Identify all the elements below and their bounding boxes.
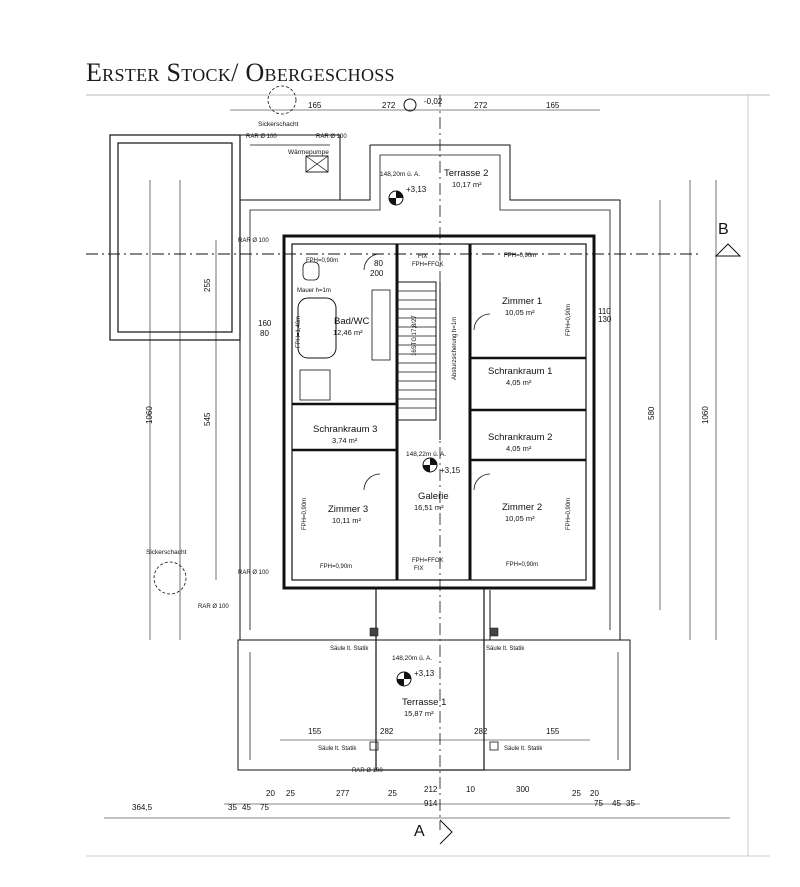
dim-left-inner: 545 xyxy=(203,412,212,426)
fph-label: FPH=0,90m xyxy=(320,564,352,570)
dim-bottom2: 45 xyxy=(612,799,621,808)
room-area-zimmer3: 10,11 m² xyxy=(332,516,362,525)
dim-door: 80 xyxy=(374,259,383,268)
dim-wall: 160 xyxy=(258,319,272,328)
dim-top-272-right: 272 xyxy=(474,101,488,110)
fph-label: FPH=0,90m xyxy=(566,498,572,530)
dim-bottom: 212 xyxy=(424,785,438,794)
room-area-zimmer1: 10,05 m² xyxy=(505,308,535,317)
dim-bottom2: 45 xyxy=(242,803,251,812)
fph-ffok-bottom-label: FPH=FFOK xyxy=(412,558,444,564)
dim-top-165-left: 165 xyxy=(308,101,322,110)
dim-right-inner: 580 xyxy=(647,406,656,420)
fph-label: FPH=0,90m xyxy=(306,258,338,264)
dim-bottom: 20 xyxy=(266,789,275,798)
fix-bottom-label: FIX xyxy=(414,566,423,572)
dim-top-272-left: 272 xyxy=(382,101,396,110)
saeule-label: Säule lt. Statik xyxy=(318,746,357,752)
room-name-galerie: Galerie xyxy=(418,491,449,502)
dim-left-total: 1060 xyxy=(145,406,154,424)
dim-bottom2: 364,5 xyxy=(132,803,153,812)
saeule-label: Säule lt. Statik xyxy=(504,746,543,752)
fph-label: FPH=0,90m xyxy=(504,253,536,259)
room-name-zimmer2: Zimmer 2 xyxy=(502,502,542,513)
dim-bottom: 10 xyxy=(466,785,475,794)
galerie-level: +3,15 xyxy=(440,466,461,475)
room-name-bad-wc: Bad/WC xyxy=(334,316,370,327)
saeule-label: Säule lt. Statik xyxy=(486,646,525,652)
fix-top-label: FIX xyxy=(418,254,427,260)
saeule-label: Säule lt. Statik xyxy=(330,646,369,652)
waermepumpe-label: Wärmepumpe xyxy=(288,149,329,156)
page-title: Erster Stock/ Obergeschoss xyxy=(86,58,395,87)
dim-left-inner: 255 xyxy=(203,278,212,292)
fph-label: FPH=0,90m xyxy=(506,562,538,568)
rar-label: RAR Ø 100 xyxy=(316,134,347,140)
dim-bottom: 277 xyxy=(336,789,350,798)
terrasse1-height: 148,20m ü. A. xyxy=(392,655,432,662)
fph-label: FPH=1,40m xyxy=(296,316,302,348)
fph-label: FPH=0,90m xyxy=(302,498,308,530)
dim-bottom2: 75 xyxy=(260,803,269,812)
room-area-schrankraum1: 4,05 m² xyxy=(506,378,532,387)
terrasse2-level: +3,13 xyxy=(406,185,427,194)
room-name-schrankraum1: Schrankraum 1 xyxy=(488,366,552,377)
dim-right-total: 1060 xyxy=(701,406,710,424)
dim-terrasse1: 282 xyxy=(380,727,394,736)
room-area-schrankraum3: 3,74 m² xyxy=(332,436,358,445)
dim-bottom: 25 xyxy=(286,789,295,798)
level-marker-fills xyxy=(389,191,437,686)
galerie-height: 148,22m ü. A. xyxy=(406,451,446,458)
dim-door: 200 xyxy=(370,269,384,278)
absturz-label: Absturzsicherung h=1m xyxy=(452,317,458,380)
dim-bottom: 25 xyxy=(388,789,397,798)
rar-label: RAR Ø 100 xyxy=(198,604,229,610)
section-a-label: A xyxy=(414,823,425,840)
dim-terrasse1: 282 xyxy=(474,727,488,736)
terrasse1-level: +3,13 xyxy=(414,669,435,678)
room-area-zimmer2: 10,05 m² xyxy=(505,514,535,523)
rar-label: RAR Ø 100 xyxy=(238,238,269,244)
sickerschacht-left-label: Sickerschacht xyxy=(146,549,187,556)
room-area-terrasse1: 15,87 m² xyxy=(404,709,434,718)
room-name-terrasse2: Terrasse 2 xyxy=(444,168,488,179)
dim-wall: 80 xyxy=(260,329,269,338)
room-name-schrankraum3: Schrankraum 3 xyxy=(313,424,377,435)
dim-terrasse1: 155 xyxy=(308,727,322,736)
room-name-zimmer3: Zimmer 3 xyxy=(328,504,368,515)
dim-bottom2: 914 xyxy=(424,799,438,808)
room-name-zimmer1: Zimmer 1 xyxy=(502,296,542,307)
dim-bottom: 25 xyxy=(572,789,581,798)
outline-lines xyxy=(86,85,770,857)
dim-bottom: 20 xyxy=(590,789,599,798)
dim-window: 110 xyxy=(598,307,611,316)
dim-bottom2: 75 xyxy=(594,799,603,808)
room-name-terrasse1: Terrasse 1 xyxy=(402,697,446,708)
mauer-label: Mauer h=1m xyxy=(297,288,331,294)
fph-ffok-top-label: FPH=FFOK xyxy=(412,262,444,268)
level-top-marker: -0,02 xyxy=(424,97,443,106)
dim-bottom2: 35 xyxy=(228,803,237,812)
fph-label: FPH=0,90m xyxy=(566,304,572,336)
room-area-schrankraum2: 4,05 m² xyxy=(506,444,532,453)
room-area-galerie: 16,51 m² xyxy=(414,503,444,512)
rar-label: RAR Ø 100 xyxy=(238,570,269,576)
dim-terrasse1: 155 xyxy=(546,727,560,736)
section-b-label: B xyxy=(718,221,729,238)
room-area-terrasse2: 10,17 m² xyxy=(452,180,482,189)
sickerschacht-top-label: Sickerschacht xyxy=(258,121,299,128)
stairs-label: 16STG 17,8/27 xyxy=(412,315,418,356)
dim-bottom: 300 xyxy=(516,785,530,794)
dim-window: 130 xyxy=(598,315,612,324)
room-area-bad-wc: 12,46 m² xyxy=(333,328,363,337)
dim-bottom2: 35 xyxy=(626,799,635,808)
dim-top-165-right: 165 xyxy=(546,101,560,110)
room-name-schrankraum2: Schrankraum 2 xyxy=(488,432,552,443)
terrasse2-height: 148,20m ü. A. xyxy=(380,171,420,178)
rar-label: RAR Ø 100 xyxy=(246,134,277,140)
rar-label: RAR Ø 100 xyxy=(352,768,383,774)
